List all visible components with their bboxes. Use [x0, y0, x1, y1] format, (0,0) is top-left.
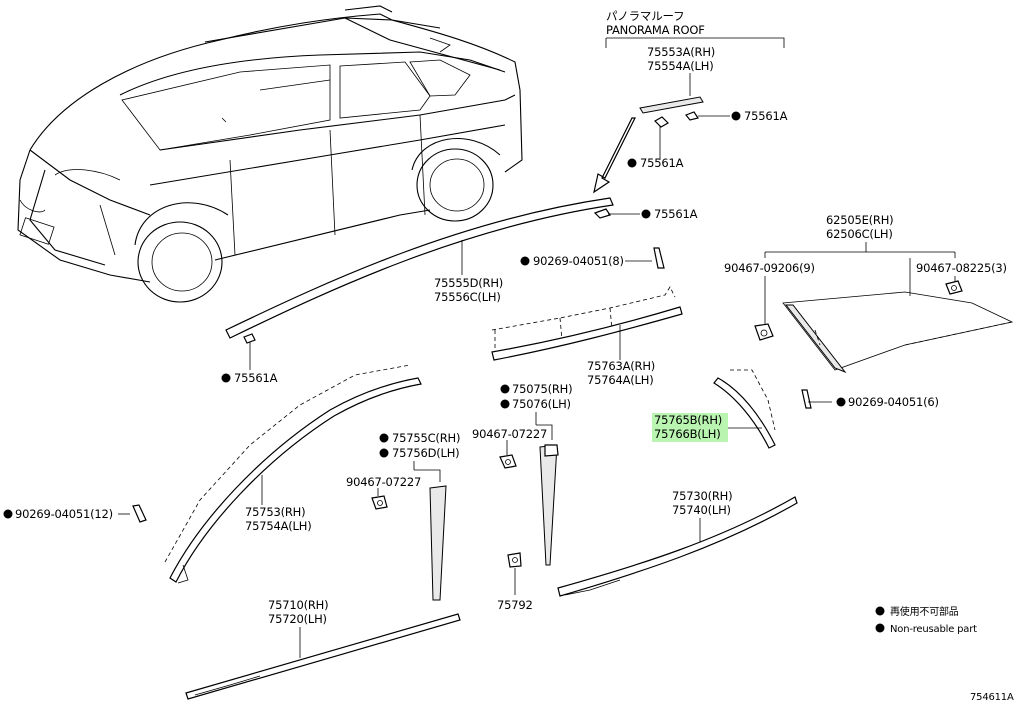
- legend-jp: 再使用不可部品: [890, 605, 959, 618]
- legend-marker: [875, 623, 885, 633]
- label-75740: 75740(LH): [672, 503, 731, 517]
- legend-marker: [875, 606, 885, 616]
- non-reusable-marker: [520, 256, 530, 266]
- figure-id: 754611A: [970, 692, 1014, 703]
- roof-label-en: PANORAMA ROOF: [606, 23, 705, 37]
- non-reusable-marker: [3, 509, 13, 519]
- label-75792: 75792: [497, 598, 533, 612]
- clip-part: [499, 454, 517, 469]
- roof-bracket: [605, 37, 785, 48]
- clip-part: [945, 280, 963, 295]
- label-62505E: 62505E(RH): [826, 213, 893, 227]
- label-75561A-4: 75561A: [234, 371, 278, 385]
- label-75720: 75720(LH): [268, 612, 327, 626]
- label-90467-a: 90467-07227: [472, 427, 547, 441]
- clip-part: [801, 389, 812, 409]
- non-reusable-marker: [731, 111, 741, 121]
- clip-part: [132, 504, 147, 523]
- front-pillar-moulding: [169, 377, 422, 583]
- label-75754A: 75754A(LH): [245, 519, 311, 533]
- rear-belt-moulding: [557, 496, 798, 597]
- non-reusable-marker: [641, 209, 651, 219]
- roof-moulding-part: [639, 96, 704, 114]
- clip-part: [685, 111, 699, 121]
- label-75755C: 75755C(RH): [392, 431, 460, 445]
- quarter-glass-edge: [784, 304, 847, 374]
- non-reusable-marker: [836, 397, 846, 407]
- non-reusable-marker: [500, 399, 510, 409]
- clip-part: [371, 495, 388, 510]
- clip-part: [507, 552, 522, 568]
- label-75556C: 75556C(LH): [434, 290, 501, 304]
- clip-part: [754, 323, 774, 341]
- label-75730: 75730(RH): [672, 489, 732, 503]
- non-reusable-marker: [379, 448, 389, 458]
- label-62506C: 62506C(LH): [826, 227, 893, 241]
- direction-arrow: [593, 117, 636, 194]
- clip-part: [243, 333, 256, 344]
- label-75075: 75075(RH): [512, 382, 572, 396]
- clip-part: [654, 116, 669, 128]
- label-75710: 75710(RH): [268, 598, 328, 612]
- belt-moulding-upper: [491, 306, 683, 361]
- label-90269-6: 90269-04051(6): [848, 395, 939, 409]
- highlight-box: [652, 413, 728, 442]
- label-75561A-3: 75561A: [654, 207, 698, 221]
- label-75076: 75076(LH): [512, 397, 571, 411]
- car-illustration: [17, 5, 523, 303]
- quarter-moulding-part: [713, 377, 776, 449]
- moulding-outline: [164, 364, 411, 563]
- label-90467-08225: 90467-08225(3): [916, 261, 1007, 275]
- garnish-outline: [491, 286, 676, 331]
- non-reusable-marker: [379, 433, 389, 443]
- label-75561A-2: 75561A: [640, 156, 684, 170]
- label-75766B[interactable]: 75766B(LH): [654, 427, 721, 441]
- label-75764A: 75764A(LH): [587, 373, 653, 387]
- label-90269-12: 90269-04051(12): [15, 507, 113, 521]
- label-90269-8: 90269-04051(8): [533, 254, 624, 268]
- roof-moulding-main: [225, 197, 614, 339]
- quarter-glass-outline: [782, 291, 1014, 371]
- clip-part: [653, 247, 665, 269]
- roof-label-jp: パノラマルーフ: [606, 9, 684, 23]
- label-75554A: 75554A(LH): [647, 59, 713, 73]
- b-pillar-garnish: [539, 444, 558, 566]
- legend-en: Non-reusable part: [890, 624, 977, 635]
- non-reusable-marker: [221, 373, 231, 383]
- label-75763A: 75763A(RH): [587, 359, 655, 373]
- label-75553A: 75553A(RH): [647, 45, 715, 59]
- label-75555D: 75555D(RH): [434, 276, 503, 290]
- label-90467-09206: 90467-09206(9): [724, 261, 815, 275]
- front-pillar-garnish: [429, 485, 447, 601]
- label-75765B[interactable]: 75765B(RH): [654, 413, 722, 427]
- label-90467-b: 90467-07227: [346, 475, 421, 489]
- label-75756D: 75756D(LH): [392, 446, 459, 460]
- clip-part: [593, 208, 611, 219]
- non-reusable-marker: [627, 158, 637, 168]
- non-reusable-marker: [500, 384, 510, 394]
- front-belt-moulding: [185, 613, 461, 700]
- label-75753: 75753(RH): [245, 505, 305, 519]
- label-75561A-1: 75561A: [744, 109, 788, 123]
